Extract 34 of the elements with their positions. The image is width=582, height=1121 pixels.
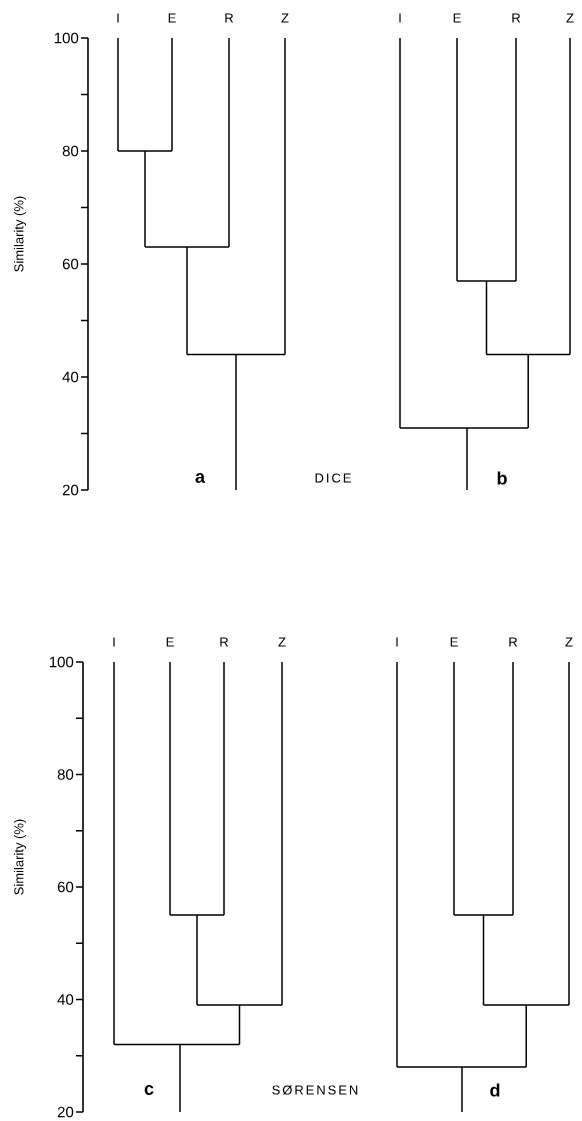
leaf-label: Z bbox=[565, 637, 573, 647]
leaf-label: I bbox=[117, 13, 119, 23]
tick-label: 20 bbox=[57, 1106, 74, 1118]
method-label: SØRENSEN bbox=[272, 1085, 358, 1095]
tick-label: 80 bbox=[57, 769, 74, 780]
tree-label: b bbox=[497, 471, 507, 485]
axis-title: Similarity (%) bbox=[13, 819, 27, 895]
leaf-label: R bbox=[512, 13, 521, 23]
tree-label: a bbox=[195, 473, 206, 483]
tick-label: 60 bbox=[57, 881, 74, 893]
tree-label: d bbox=[490, 1083, 500, 1097]
tick-label: 100 bbox=[49, 656, 74, 668]
tick-label: 80 bbox=[62, 145, 79, 157]
method-label: DICE bbox=[315, 473, 351, 483]
leaf-label: R bbox=[509, 637, 518, 647]
leaf-label: E bbox=[166, 637, 174, 647]
tick-label: 40 bbox=[62, 371, 79, 383]
tick-label: 100 bbox=[54, 32, 79, 44]
leaf-label: E bbox=[453, 13, 461, 23]
leaf-label: I bbox=[113, 637, 115, 647]
leaf-label: Z bbox=[566, 13, 574, 23]
leaf-label: Z bbox=[278, 637, 286, 647]
axis-title: Similarity (%) bbox=[13, 196, 27, 272]
leaf-label: I bbox=[396, 637, 398, 647]
leaf-label: R bbox=[225, 13, 234, 23]
tick-label: 40 bbox=[57, 994, 74, 1005]
tree-label: c bbox=[144, 1085, 154, 1095]
tick-label: 60 bbox=[62, 258, 79, 270]
leaf-label: R bbox=[220, 637, 229, 647]
leaf-label: E bbox=[168, 13, 176, 23]
tick-label: 20 bbox=[62, 484, 79, 496]
leaf-label: E bbox=[450, 637, 458, 647]
leaf-label: I bbox=[399, 13, 401, 23]
leaf-label: Z bbox=[281, 13, 289, 23]
